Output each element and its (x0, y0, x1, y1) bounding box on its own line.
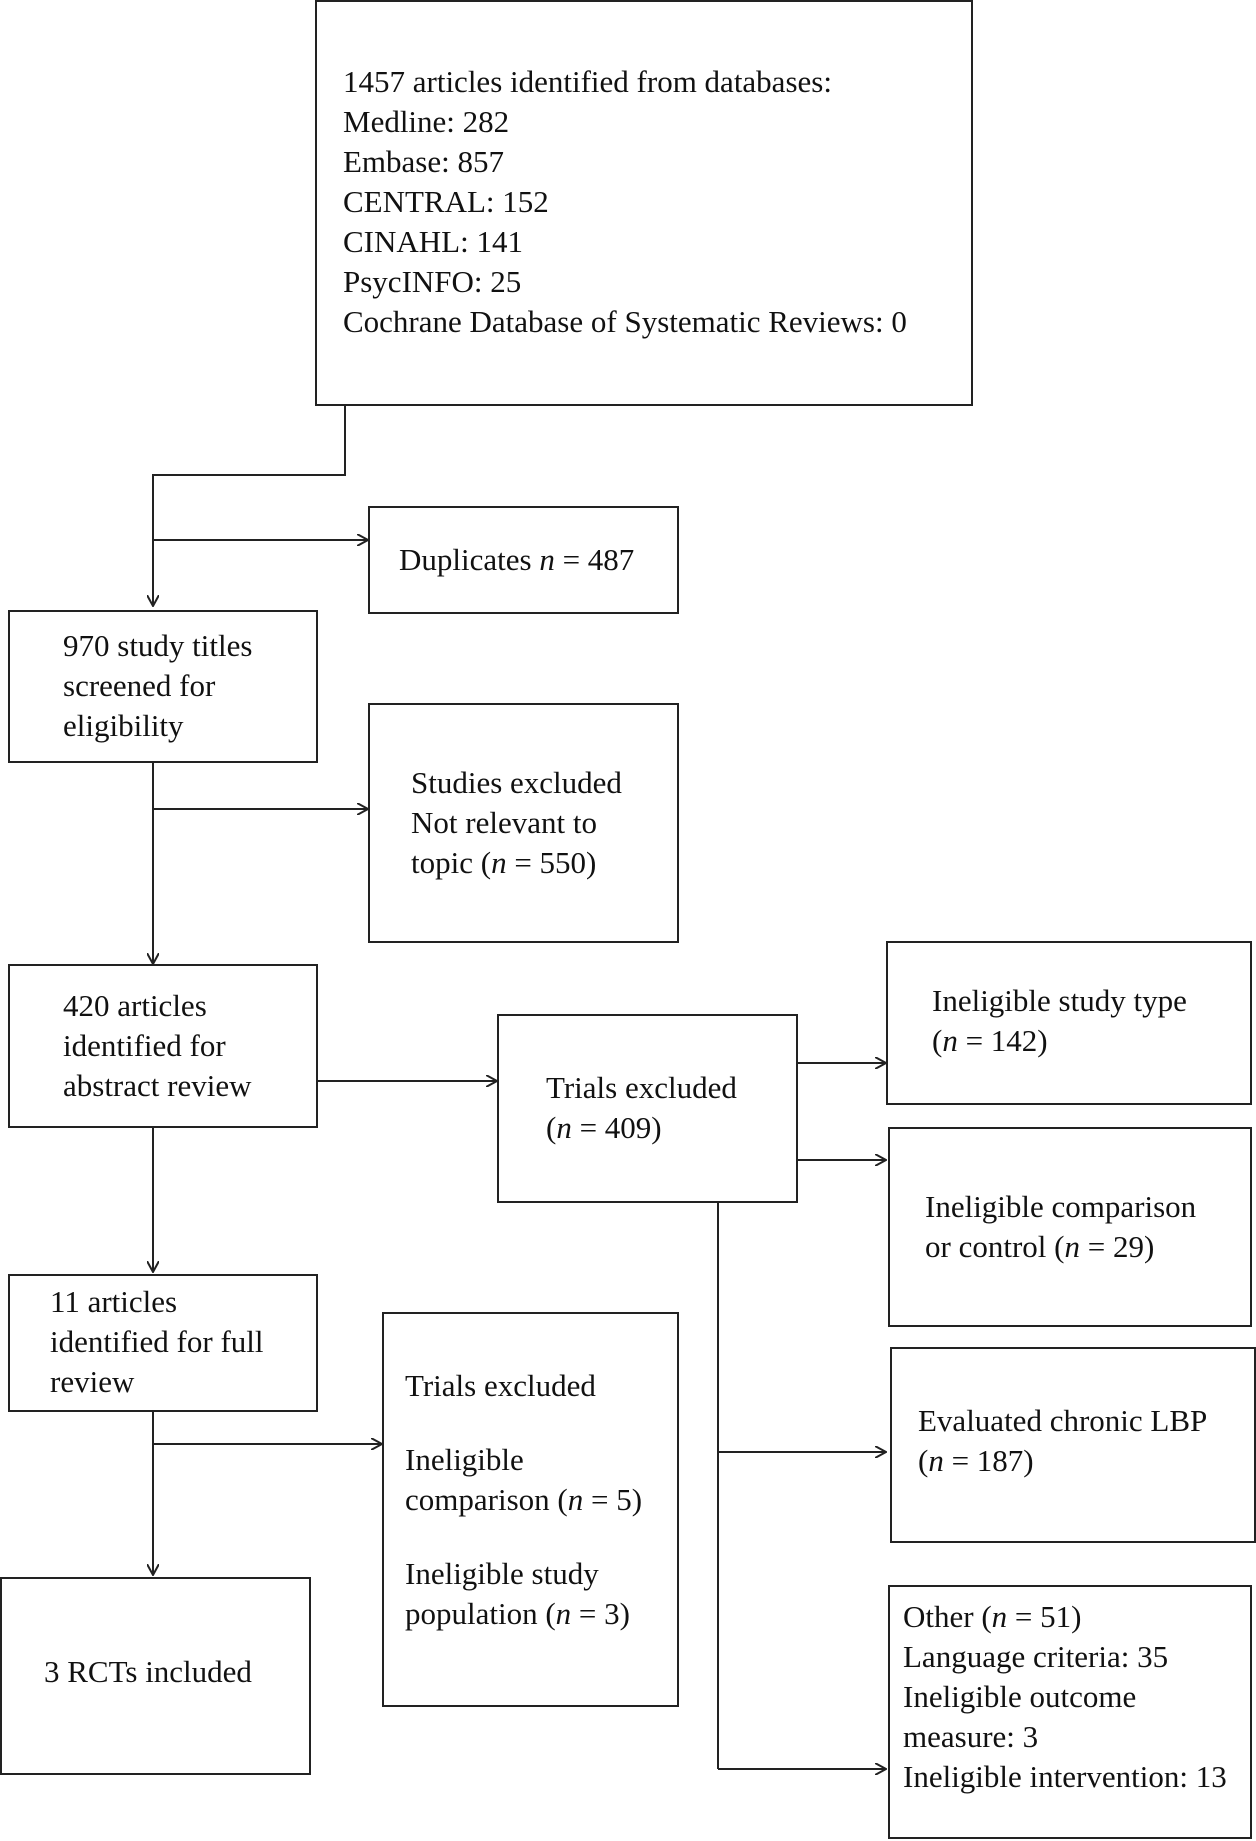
other-line-3: Ineligible outcome (903, 1679, 1137, 1714)
trials-excluded-abstract-line-1: Trials excluded (546, 1070, 737, 1105)
excluded-topic-line-3: topic (n = 550) (411, 845, 597, 880)
full-review-line-2: identified for full (50, 1324, 264, 1359)
full-review-line-1: 11 articles (50, 1284, 178, 1319)
trials-excluded-full-item1-line-2: comparison (n = 5) (405, 1482, 643, 1517)
databases-cochrane: Cochrane Database of Systematic Reviews:… (343, 304, 907, 339)
abstract-review-line-3: abstract review (63, 1068, 252, 1103)
trials-excluded-full-item2-line-1: Ineligible study (405, 1556, 599, 1591)
ineligible-comparison-control-line-2: or control (n = 29) (925, 1229, 1155, 1264)
databases-psycinfo: PsycINFO: 25 (343, 264, 522, 299)
other-line-2: Language criteria: 35 (903, 1639, 1169, 1674)
abstract-review-line-1: 420 articles (63, 988, 207, 1023)
ineligible-comparison-control-box: Ineligible comparison or control (n = 29… (888, 1127, 1252, 1327)
databases-cinahl: CINAHL: 141 (343, 224, 523, 259)
chronic-lbp-line-1: Evaluated chronic LBP (918, 1403, 1208, 1438)
abstract-review-box: 420 articles identified for abstract rev… (8, 964, 318, 1128)
duplicates-box: Duplicates n = 487 (368, 506, 679, 614)
screened-line-1: 970 study titles (63, 628, 253, 663)
screened-box: 970 study titles screened for eligibilit… (8, 610, 318, 763)
full-review-line-3: review (50, 1364, 135, 1399)
databases-box: 1457 articles identified from databases:… (315, 0, 973, 406)
rcts-included-label: 3 RCTs included (44, 1654, 252, 1689)
databases-embase: Embase: 857 (343, 144, 504, 179)
other-line-5: Ineligible intervention: 13 (903, 1759, 1227, 1794)
full-review-box: 11 articles identified for full review (8, 1274, 318, 1412)
trials-excluded-full-box: Trials excluded Ineligible comparison (n… (382, 1312, 679, 1707)
chronic-lbp-line-2: (n = 187) (918, 1443, 1034, 1478)
ineligible-study-type-box: Ineligible study type (n = 142) (886, 941, 1252, 1105)
trials-excluded-abstract-line-2: (n = 409) (546, 1110, 662, 1145)
other-line-4: measure: 3 (903, 1719, 1039, 1754)
ineligible-comparison-control-line-1: Ineligible comparison (925, 1189, 1197, 1224)
screened-line-3: eligibility (63, 708, 184, 743)
other-box: Other (n = 51) Language criteria: 35 Ine… (888, 1585, 1252, 1839)
excluded-topic-line-2: Not relevant to (411, 805, 597, 840)
other-line-1: Other (n = 51) (903, 1599, 1082, 1634)
trials-excluded-full-heading: Trials excluded (405, 1368, 596, 1403)
trials-excluded-abstract-box: Trials excluded (n = 409) (497, 1014, 798, 1203)
databases-central: CENTRAL: 152 (343, 184, 549, 219)
databases-medline: Medline: 282 (343, 104, 510, 139)
connector-databases-to-screened (153, 406, 346, 606)
ineligible-study-type-line-2: (n = 142) (932, 1023, 1048, 1058)
screened-line-2: screened for (63, 668, 216, 703)
abstract-review-line-2: identified for (63, 1028, 226, 1063)
excluded-topic-box: Studies excluded Not relevant to topic (… (368, 703, 679, 943)
trials-excluded-full-item1-line-1: Ineligible (405, 1442, 524, 1477)
duplicates-label: Duplicates n = 487 (399, 542, 635, 577)
ineligible-study-type-line-1: Ineligible study type (932, 983, 1187, 1018)
databases-total: 1457 articles identified from databases: (343, 64, 832, 99)
chronic-lbp-box: Evaluated chronic LBP (n = 187) (890, 1347, 1256, 1543)
trials-excluded-full-item2-line-2: population (n = 3) (405, 1596, 630, 1631)
rcts-included-box: 3 RCTs included (0, 1577, 311, 1775)
excluded-topic-line-1: Studies excluded (411, 765, 622, 800)
